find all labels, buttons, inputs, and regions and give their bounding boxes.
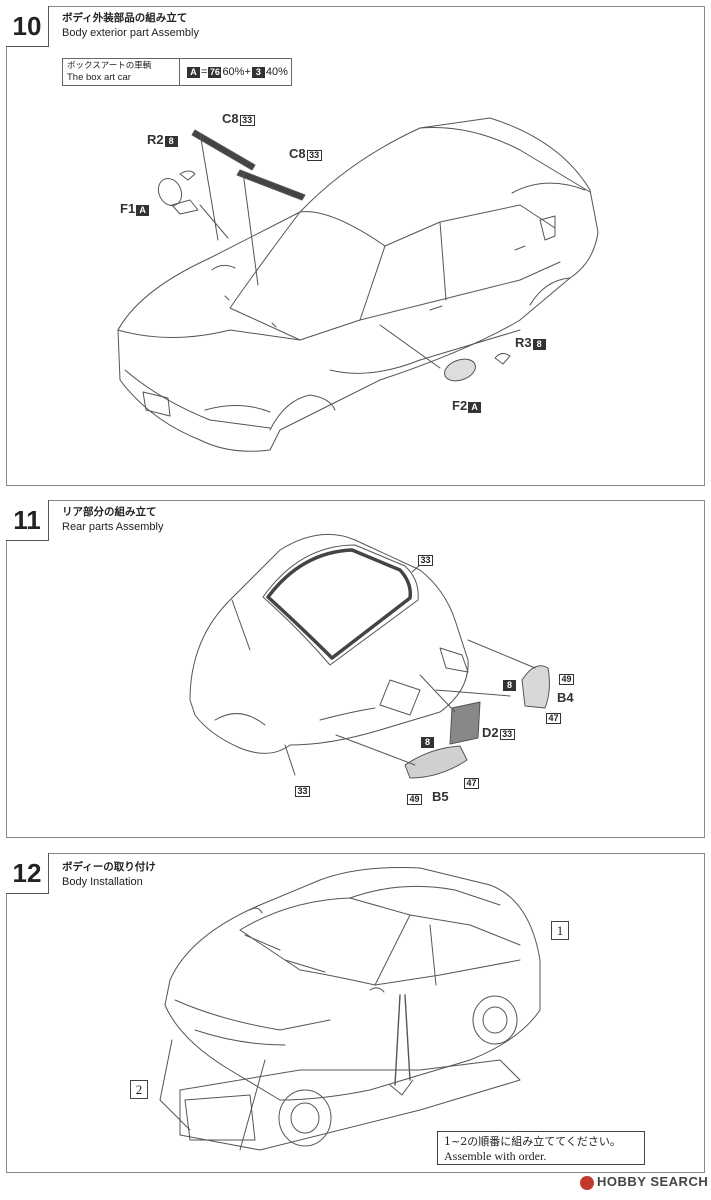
part-b4: B4 <box>557 690 574 705</box>
step-10-title-jp: ボディ外装部品の組み立て <box>62 12 188 24</box>
box-art-label-jp: ボックスアートの車輌 <box>67 61 152 71</box>
part-33-window: 33 <box>417 551 434 566</box>
step-10-number: 10 <box>6 6 49 47</box>
callout-2: 2 <box>130 1080 148 1099</box>
part-33-lower: 33 <box>294 782 311 797</box>
logo-mark-icon <box>580 1175 594 1190</box>
step-12-title: ボディーの取り付け Body Installation <box>62 860 156 890</box>
part-47-b4: 47 <box>545 709 562 724</box>
step-11-title: リア部分の組み立て Rear parts Assembly <box>62 505 163 535</box>
brand-text: HOBBY SEARCH <box>597 1174 709 1189</box>
box-art-mix: A = 76 60%+ 3 40% <box>180 59 291 85</box>
color-3-tag: 3 <box>251 66 265 78</box>
assembly-order-note: 1~2の順番に組み立ててください。 Assemble with order. <box>437 1131 645 1165</box>
step-10-title: ボディ外装部品の組み立て Body exterior part Assembly <box>62 11 199 41</box>
part-b5: B5 <box>432 789 449 804</box>
hobby-search-logo: HOBBY SEARCH <box>580 1174 708 1190</box>
note-jp: 1~2の順番に組み立ててください。 <box>444 1135 621 1148</box>
box-art-color-table: ボックスアートの車輌 The box art car A = 76 60%+ 3… <box>62 58 292 86</box>
callout-1: 1 <box>551 921 569 940</box>
step11-car-drawing <box>189 533 550 779</box>
eq: = <box>201 66 208 78</box>
step10-car-drawing <box>117 117 599 452</box>
step-12-title-en: Body Installation <box>62 876 143 888</box>
color-a-tag: A <box>187 66 200 78</box>
step11-frame <box>6 500 705 838</box>
step-12-number: 12 <box>6 853 49 894</box>
part-49-b5: 49 <box>406 790 423 805</box>
note-en: Assemble with order. <box>444 1149 547 1163</box>
step-10-title-en: Body exterior part Assembly <box>62 27 199 39</box>
step-11-number: 11 <box>6 500 49 541</box>
step12-car-drawing <box>159 867 541 1151</box>
step-12-title-jp: ボディーの取り付け <box>62 861 156 873</box>
step-11-title-en: Rear parts Assembly <box>62 521 164 533</box>
step12-frame <box>6 853 705 1173</box>
color-76-tag: 76 <box>208 66 222 78</box>
part-49-b4: 49 <box>558 670 575 685</box>
ratio-2: 40% <box>265 66 288 78</box>
part-8-rear: 8 <box>502 676 517 691</box>
part-8-side: 8 <box>420 733 435 748</box>
step10-frame <box>6 6 705 486</box>
box-art-label-en: The box art car <box>67 72 131 83</box>
ratio-1: 60%+ <box>222 66 251 78</box>
box-art-label: ボックスアートの車輌 The box art car <box>63 59 180 85</box>
step-11-title-jp: リア部分の組み立て <box>62 506 157 518</box>
part-47-b5: 47 <box>463 774 480 789</box>
